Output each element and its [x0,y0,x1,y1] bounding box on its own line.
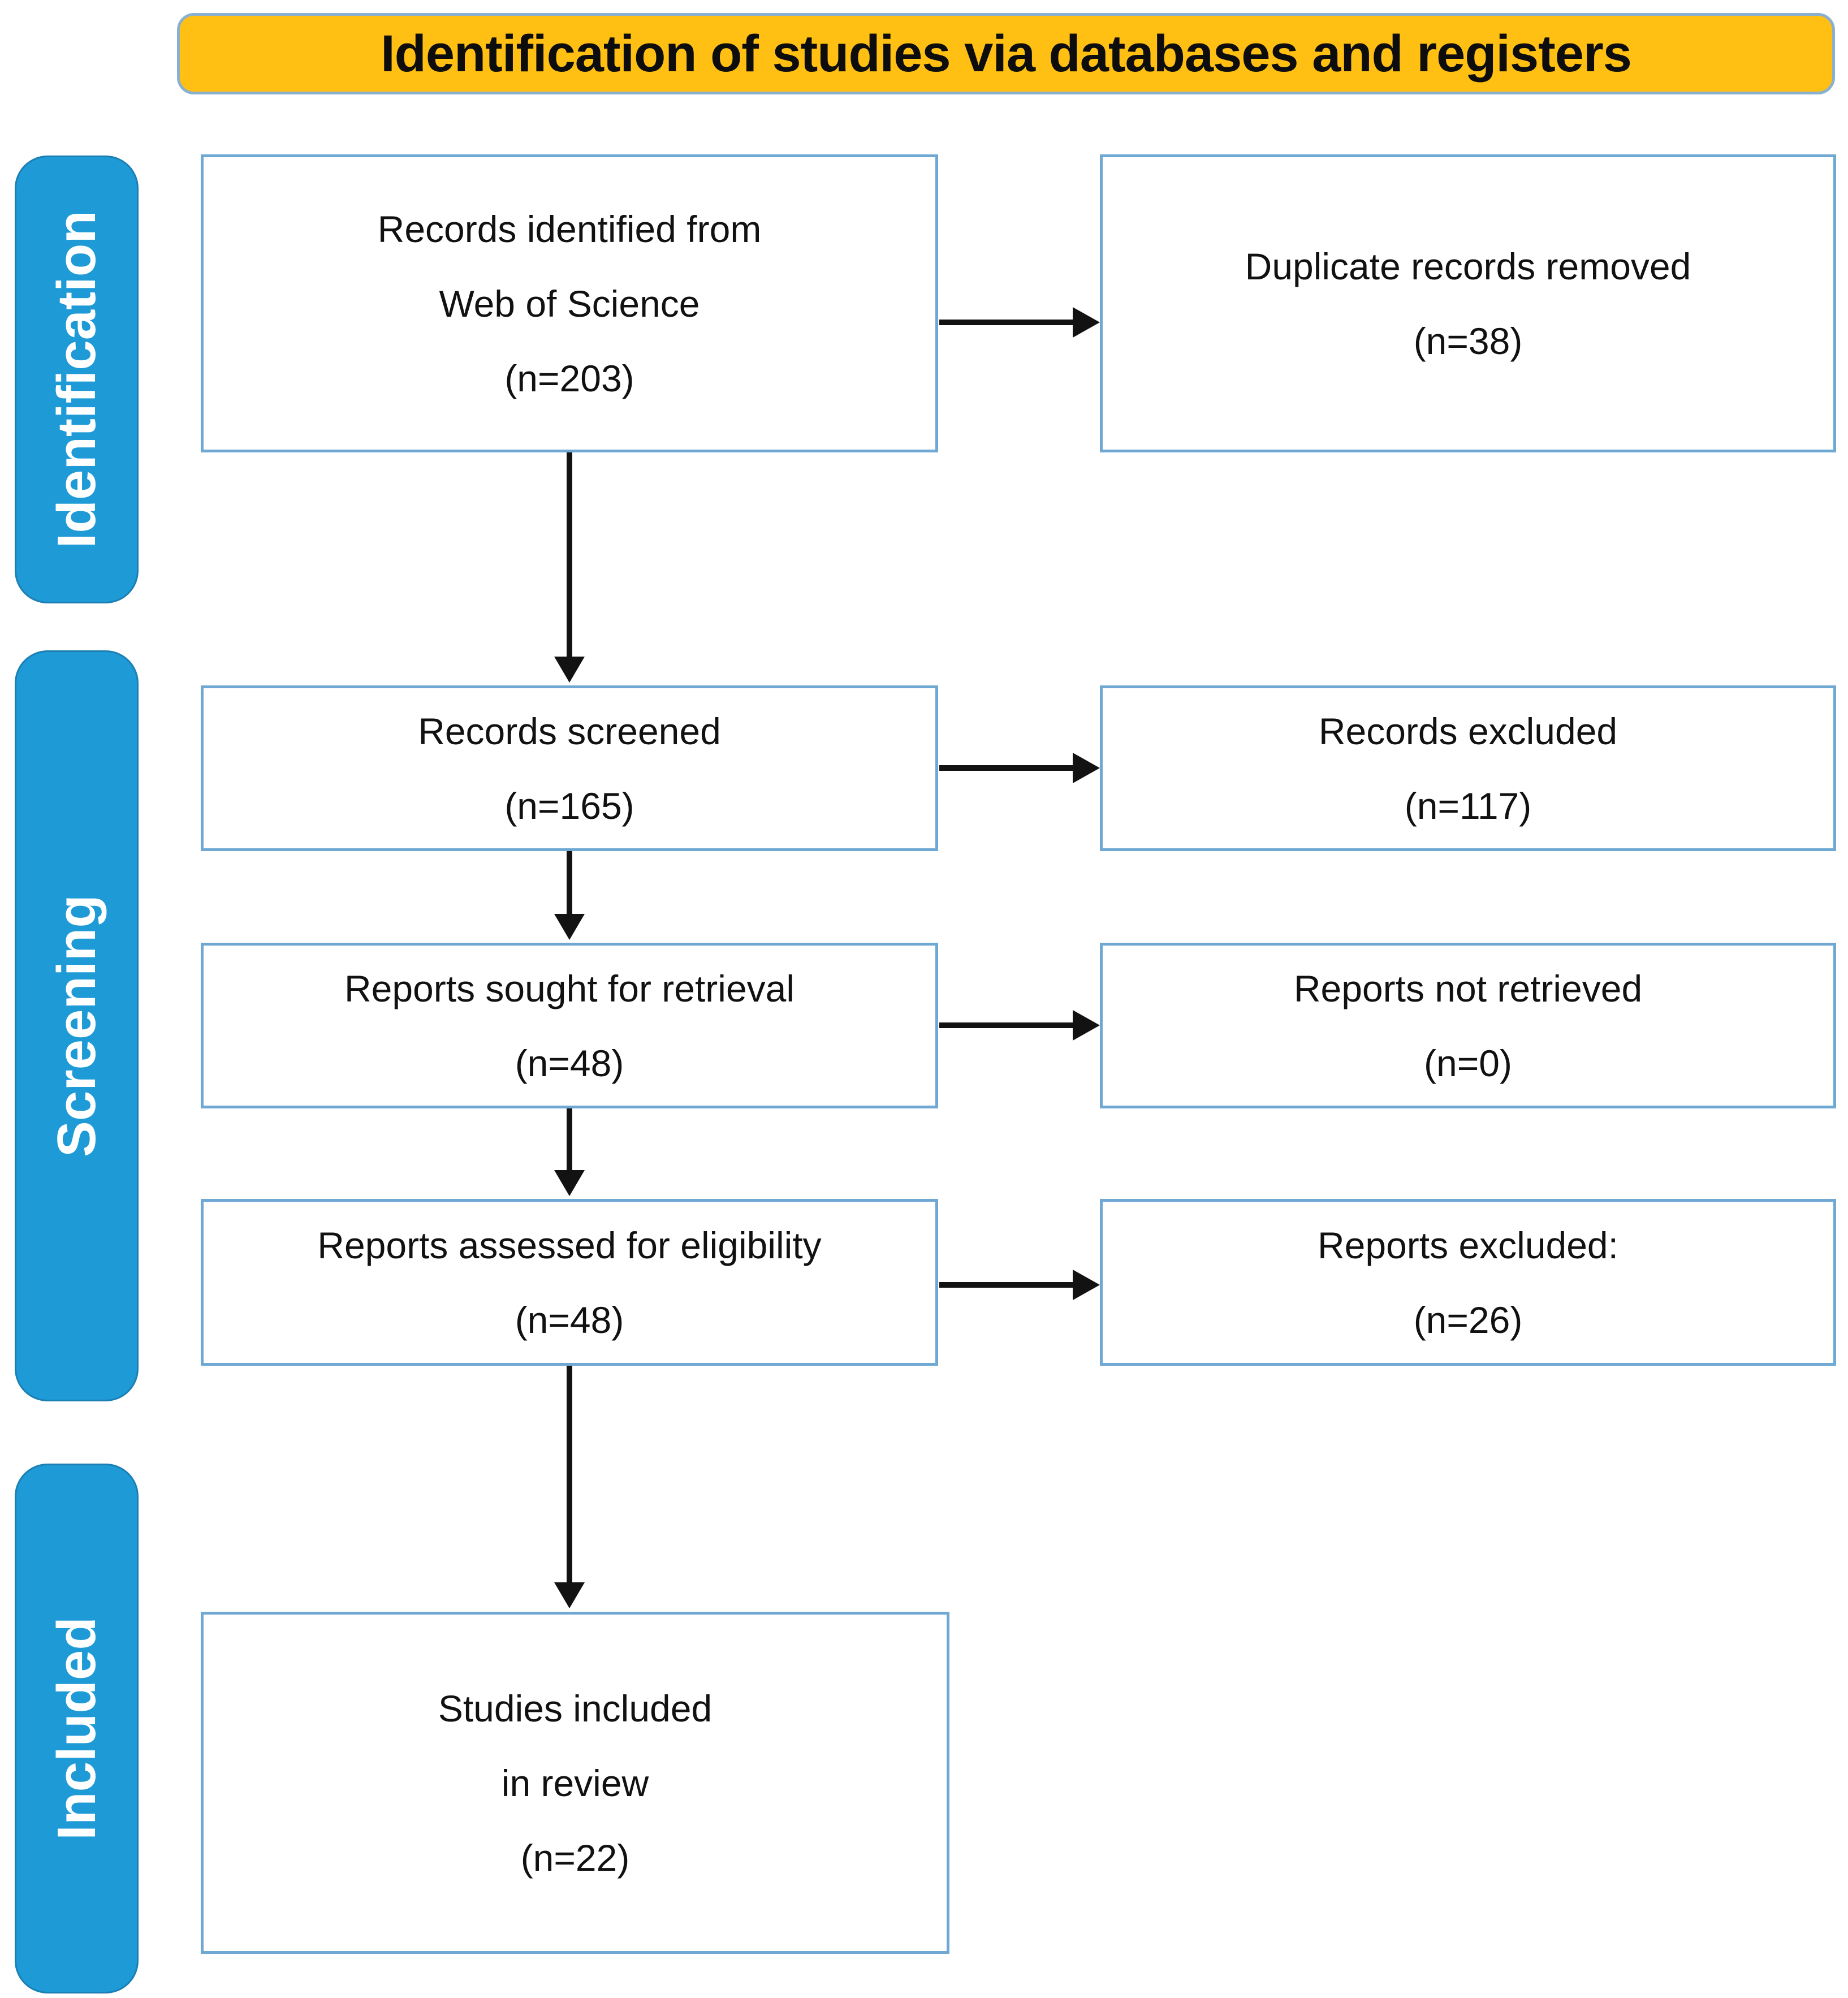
arrow-sought-to-not-retrieved [939,1022,1074,1028]
box-line: Records excluded [1318,710,1618,752]
box-line: Web of Science [439,282,700,325]
box-count: (n=38) [1413,320,1523,362]
stage-label-screening: Screening [15,650,139,1401]
arrow-screened-to-sought [567,851,572,915]
box-duplicates-removed: Duplicate records removed (n=38) [1100,154,1836,452]
stage-label-included-text: Included [46,1617,107,1840]
stage-label-screening-text: Screening [46,894,107,1158]
stage-label-included: Included [15,1464,139,1993]
box-count: (n=26) [1413,1298,1523,1341]
box-reports-assessed: Reports assessed for eligibility (n=48) [201,1199,938,1366]
box-records-screened: Records screened (n=165) [201,685,938,851]
box-count: (n=48) [515,1298,624,1341]
box-line: Studies included [438,1687,713,1729]
box-reports-sought: Reports sought for retrieval (n=48) [201,943,938,1108]
box-count: (n=117) [1404,784,1532,827]
arrow-assessed-to-included [567,1366,572,1583]
box-line: Records screened [418,710,721,752]
box-line: Duplicate records removed [1245,245,1691,287]
arrow-identified-to-duplicates [939,320,1074,325]
box-records-identified: Records identified from Web of Science (… [201,154,938,452]
box-line: Reports sought for retrieval [344,967,795,1009]
box-count: (n=48) [515,1042,624,1084]
diagram-title: Identification of studies via databases … [381,24,1632,83]
box-count: (n=203) [504,357,634,399]
box-count: (n=165) [504,784,634,827]
box-count: (n=22) [520,1836,630,1879]
box-studies-included: Studies included in review (n=22) [201,1612,949,1954]
arrow-assessed-to-excluded [939,1282,1074,1288]
stage-label-identification-text: Identification [46,210,107,549]
arrow-screened-to-excluded [939,765,1074,771]
box-line: Reports assessed for eligibility [317,1224,822,1266]
box-line: Reports excluded: [1318,1224,1618,1266]
arrow-identified-to-screened [567,452,572,658]
arrow-sought-to-assessed [567,1108,572,1171]
box-line: in review [501,1762,649,1804]
box-reports-not-retrieved: Reports not retrieved (n=0) [1100,943,1836,1108]
stage-label-identification: Identification [15,156,139,603]
box-records-excluded: Records excluded (n=117) [1100,685,1836,851]
box-line: Reports not retrieved [1293,967,1643,1009]
box-line: Records identified from [377,208,762,250]
box-count: (n=0) [1424,1042,1512,1084]
title-banner: Identification of studies via databases … [177,13,1835,94]
box-reports-excluded: Reports excluded: (n=26) [1100,1199,1836,1366]
